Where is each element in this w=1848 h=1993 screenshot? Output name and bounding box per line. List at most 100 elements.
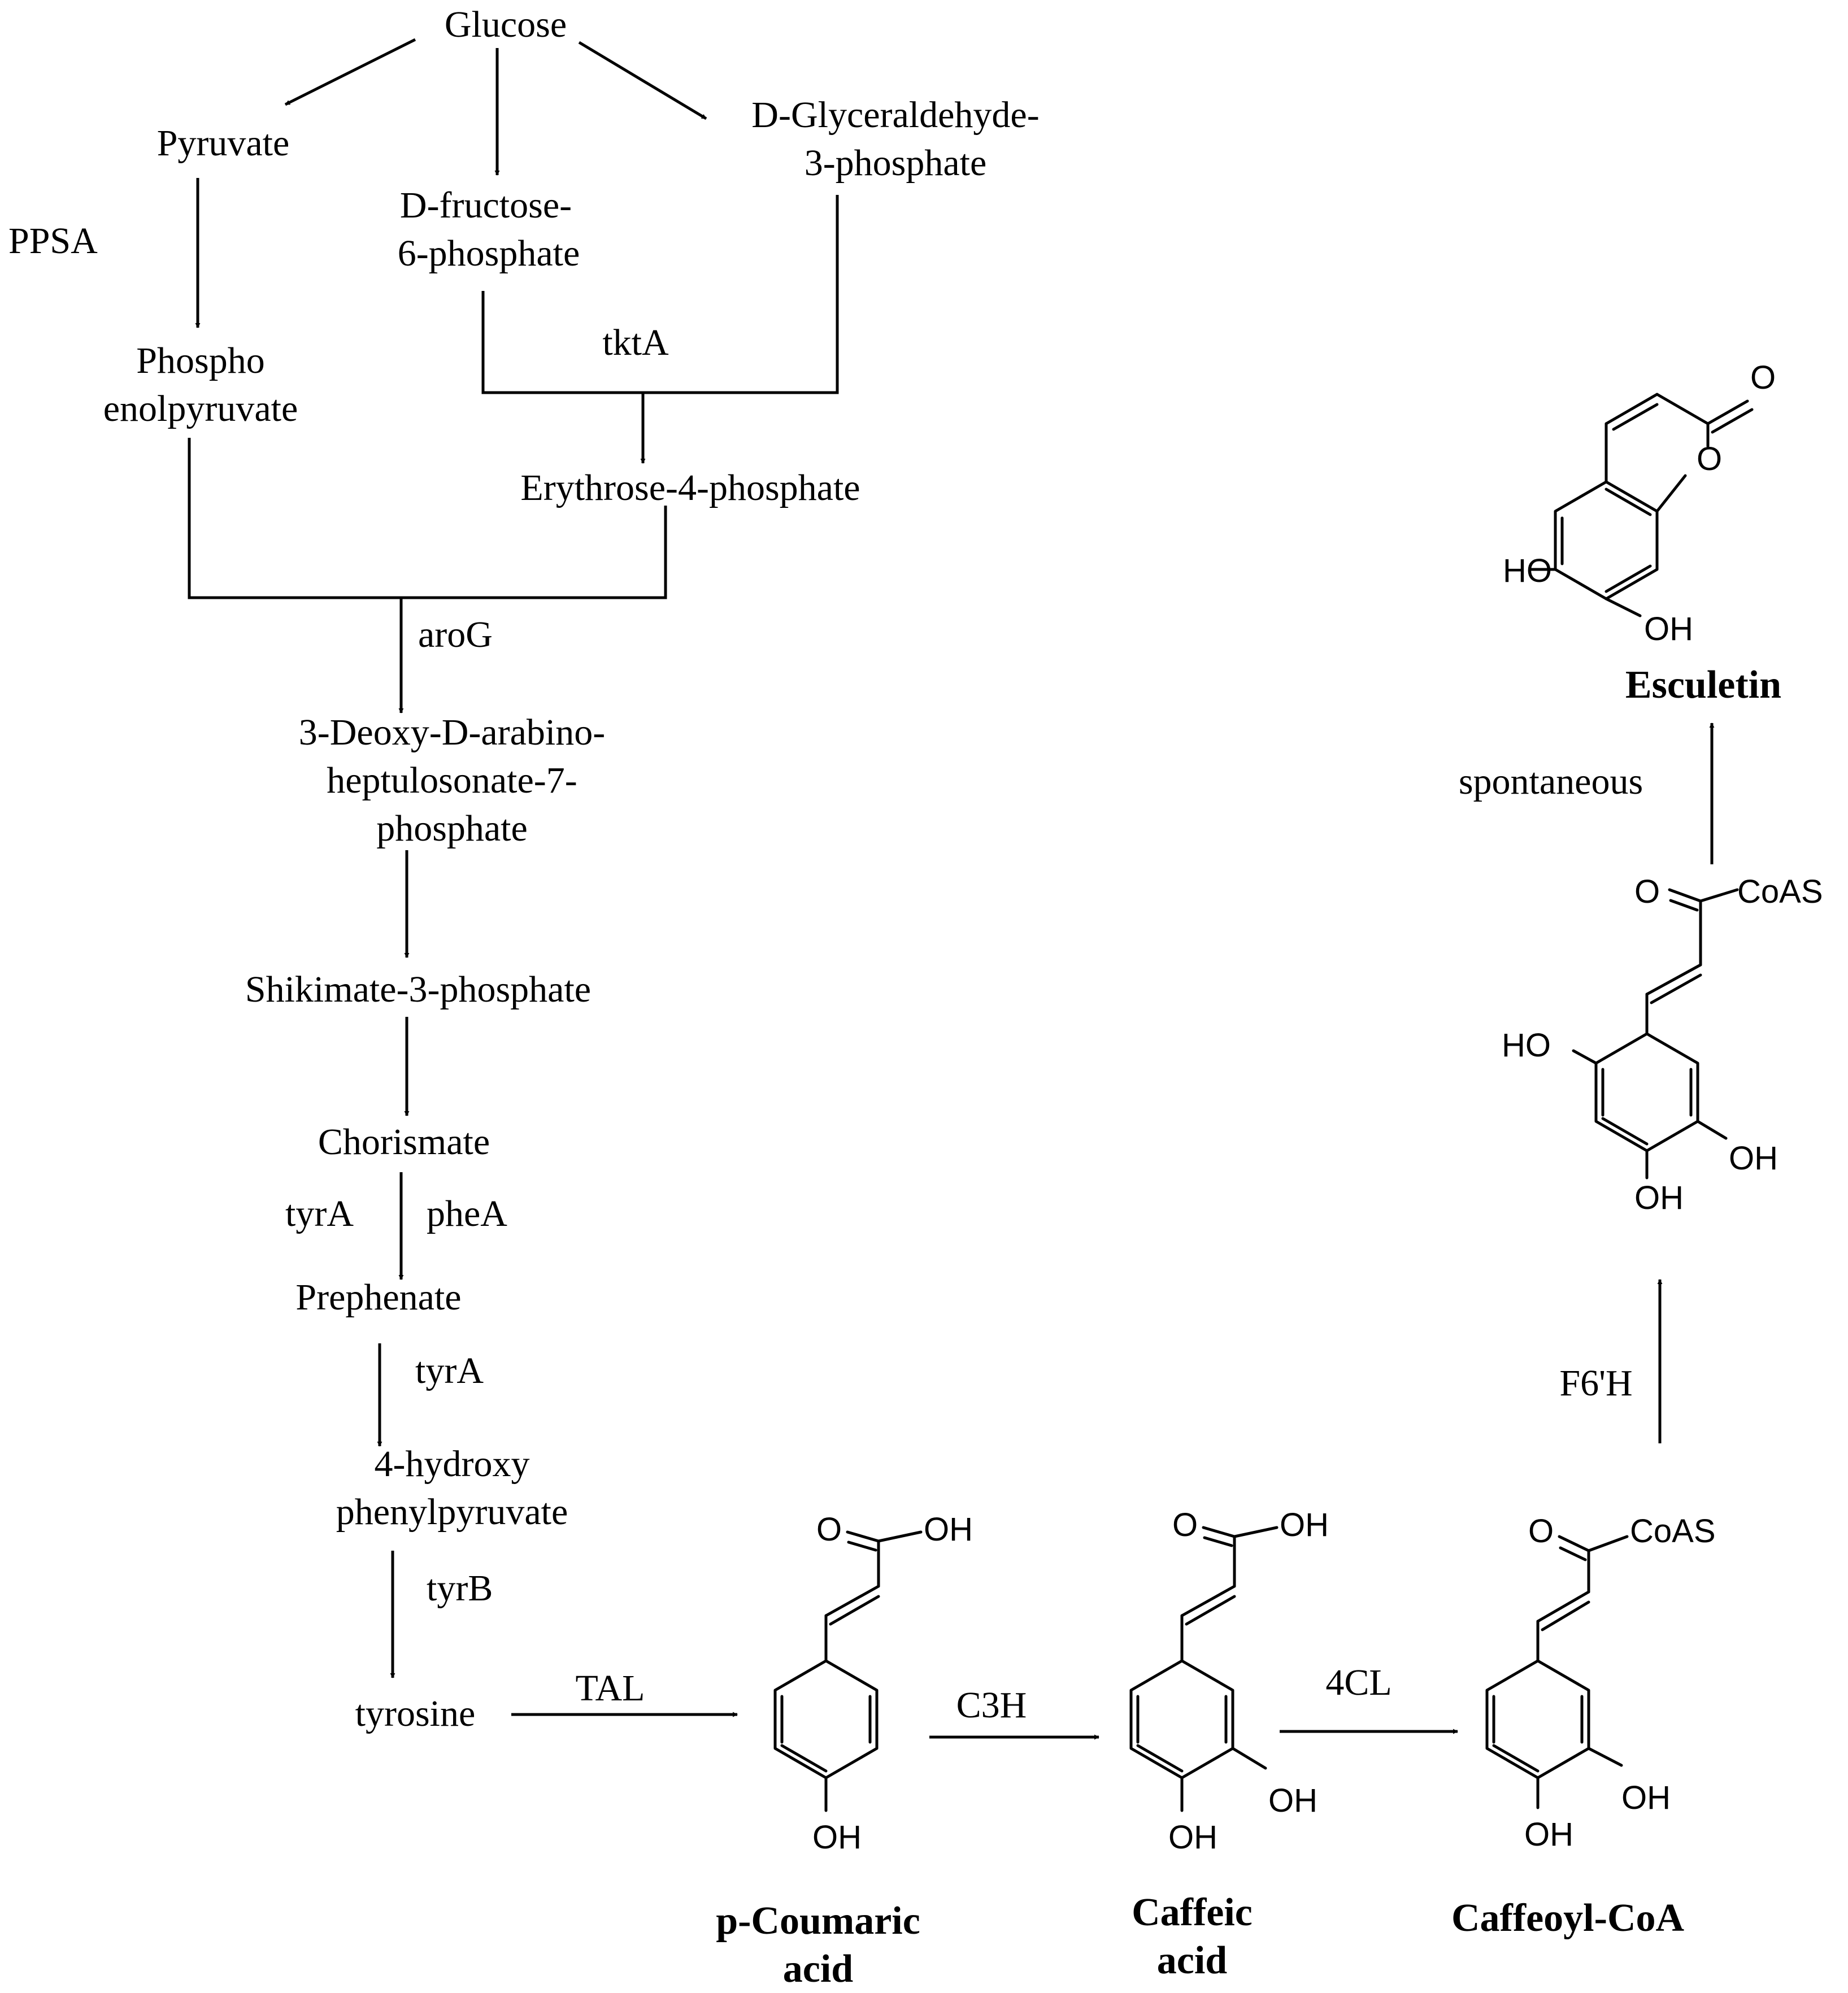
carbonyl-oxygen: O xyxy=(816,1511,842,1548)
shikimate-3-phosphate-label: Shikimate-3-phosphate xyxy=(245,969,591,1010)
enzyme-phea: pheA xyxy=(427,1193,507,1234)
ring-double-bond xyxy=(1136,1744,1184,1773)
lactone-carbonyl-double xyxy=(1711,408,1754,434)
arrow-glucose-to-pyruvate xyxy=(284,38,416,106)
dahp-label-line2: heptulosonate-7- xyxy=(327,760,577,801)
c7-oh-bond xyxy=(1605,597,1642,617)
carbonyl-double-bond xyxy=(847,1541,877,1552)
benzene-ring xyxy=(1594,1032,1699,1152)
enzyme-tyra-2: tyrA xyxy=(415,1350,484,1391)
prephenate-label: Prephenate xyxy=(295,1277,461,1318)
dahp-label-line1: 3-Deoxy-D-arabino- xyxy=(299,712,605,753)
meta-oh-bond xyxy=(1231,1747,1267,1770)
fructose-6-phosphate-label-line2: 6-phosphate xyxy=(398,233,580,274)
pyrone-bond xyxy=(1655,393,1710,425)
arrow-glucose-to-g3p xyxy=(578,41,707,120)
chain-bond xyxy=(1180,1585,1236,1617)
hydroxyl-bond xyxy=(877,1530,923,1543)
enzyme-arog: aroG xyxy=(418,614,493,655)
acid-hydroxyl: OH xyxy=(1280,1507,1329,1543)
meta-oh-bond xyxy=(1696,1120,1728,1140)
carbonyl-oxygen: O xyxy=(1634,873,1660,910)
enzyme-tyra-1: tyrA xyxy=(285,1193,354,1234)
enzyme-tyrb: tyrB xyxy=(427,1568,493,1609)
ortho-oh-bond xyxy=(1572,1049,1598,1065)
caffeic-acid-name-line2: acid xyxy=(1157,1939,1228,1982)
enzyme-tal: TAL xyxy=(575,1668,645,1709)
pyrone-double-bond xyxy=(1612,403,1659,431)
chain-bond xyxy=(1645,963,1702,996)
ortho-hydroxyl: HO xyxy=(1502,1027,1551,1064)
ring-double-bond xyxy=(1601,1117,1649,1146)
c7-hydroxyl: OH xyxy=(1644,611,1693,647)
thioester-bond xyxy=(1699,888,1739,903)
enzyme-c3h: C3H xyxy=(956,1685,1027,1726)
esculetin-structure: O O HO OH xyxy=(1503,359,1776,647)
enzyme-f6h: F6'H xyxy=(1559,1363,1632,1404)
carbonyl-bond xyxy=(1558,1535,1590,1552)
caffeoyl-coa-structure: O CoAS OH OH xyxy=(1485,1513,1716,1853)
chain-double-bond xyxy=(1185,1595,1236,1626)
pyrone-bond xyxy=(1605,393,1659,425)
caffeoyl-coa-name: Caffeoyl-CoA xyxy=(1451,1896,1685,1940)
tyrosine-label: tyrosine xyxy=(355,1693,476,1734)
lactone-bond xyxy=(1655,474,1687,513)
coas-group: CoAS xyxy=(1737,873,1823,910)
para-hydroxyl: OH xyxy=(1524,1816,1573,1853)
carbonyl-bond xyxy=(1202,1526,1236,1538)
enzyme-ppsa: PPSA xyxy=(8,220,98,262)
ring-double-bond xyxy=(1492,1744,1540,1773)
enzyme-tkta: tktA xyxy=(602,322,669,363)
p-coumaric-acid-name-line1: p-Coumaric xyxy=(716,1899,920,1943)
carbonyl-double-bond xyxy=(1203,1536,1233,1547)
benzene-ring xyxy=(1485,1659,1590,1779)
phosphoenolpyruvate-label-line2: enolpyruvate xyxy=(103,388,298,429)
para-hydroxyl: OH xyxy=(1168,1819,1217,1856)
chain-double-bond xyxy=(829,1595,880,1626)
hydroxy-caffeoyl-coa-structure: O CoAS HO OH OH xyxy=(1502,873,1823,1216)
hydroxyl-bond xyxy=(1233,1526,1279,1538)
enzyme-4cl: 4CL xyxy=(1325,1662,1392,1703)
acid-hydroxyl: OH xyxy=(924,1511,973,1548)
thioester-bond xyxy=(1587,1535,1629,1552)
carbonyl-double-bond xyxy=(1669,899,1699,912)
meta-hydroxyl: OH xyxy=(1729,1140,1778,1177)
chorismate-label: Chorismate xyxy=(318,1121,490,1163)
para-hydroxyl: OH xyxy=(812,1819,862,1856)
p-coumaric-acid-structure: O OH OH xyxy=(773,1511,973,1856)
carbonyl-oxygen: O xyxy=(1750,359,1776,396)
carbonyl-double-bond xyxy=(1559,1546,1587,1561)
para-hydroxyl: OH xyxy=(1634,1180,1684,1216)
ring-double-bond xyxy=(780,1744,828,1773)
chain-double-bond xyxy=(1541,1600,1590,1631)
lactone-oxygen: O xyxy=(1697,441,1722,477)
c6-hydroxyl: HO xyxy=(1503,552,1552,589)
chain-bond xyxy=(1536,1590,1590,1623)
hydroxyphenylpyruvate-label-line2: phenylpyruvate xyxy=(336,1491,568,1533)
benzene-ring xyxy=(773,1659,879,1779)
chain-double-bond xyxy=(1650,973,1702,1004)
glyceraldehyde-3-phosphate-label-line1: D-Glyceraldehyde- xyxy=(751,94,1039,136)
esculetin-name: Esculetin xyxy=(1625,663,1781,707)
meta-hydroxyl: OH xyxy=(1268,1782,1317,1819)
glyceraldehyde-3-phosphate-label-line2: 3-phosphate xyxy=(805,142,987,184)
ring-double-bond xyxy=(1605,564,1652,593)
glucose-label: Glucose xyxy=(445,4,567,45)
bracket-fructose-g3p-to-e4p xyxy=(481,195,839,394)
meta-hydroxyl: OH xyxy=(1621,1779,1671,1816)
benzene-ring xyxy=(1554,480,1659,600)
coas-group: CoAS xyxy=(1630,1513,1716,1550)
chain-bond xyxy=(824,1585,880,1617)
carbonyl-oxygen: O xyxy=(1172,1507,1198,1543)
meta-oh-bond xyxy=(1587,1747,1623,1767)
caffeic-acid-name-line1: Caffeic xyxy=(1132,1891,1253,1934)
hydroxyphenylpyruvate-label-line1: 4-hydroxy xyxy=(375,1443,530,1485)
benzene-ring xyxy=(1129,1659,1234,1779)
ring-double-bond xyxy=(1605,488,1652,516)
pyruvate-label: Pyruvate xyxy=(157,123,290,164)
enzyme-spontaneous: spontaneous xyxy=(1459,761,1643,802)
caffeic-acid-structure: O OH OH OH xyxy=(1129,1507,1329,1856)
lactone-carbonyl xyxy=(1706,399,1749,425)
dahp-label-line3: phosphate xyxy=(376,808,528,849)
